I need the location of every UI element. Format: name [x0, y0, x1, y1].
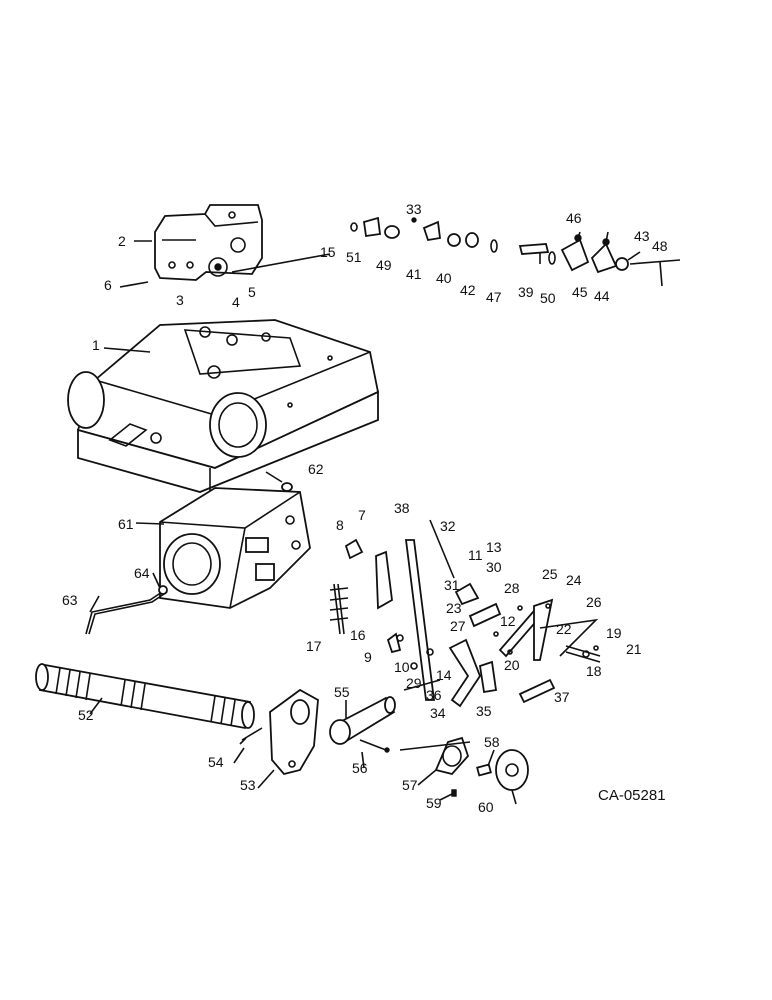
callout-3: 3: [176, 292, 184, 308]
part-seal-plate: [399, 736, 529, 797]
callout-52: 52: [78, 707, 94, 723]
part-bolt-54: [239, 727, 263, 745]
callout-25: 25: [542, 566, 558, 582]
callout-13: 13: [486, 539, 502, 555]
callout-43: 43: [634, 228, 650, 244]
callout-2: 2: [118, 233, 126, 249]
callout-47: 47: [486, 289, 502, 305]
callout-30: 30: [486, 559, 502, 575]
callout-62: 62: [308, 461, 324, 477]
part-small-hardware: [350, 216, 681, 287]
callout-16: 16: [350, 627, 366, 643]
callout-23: 23: [446, 600, 462, 616]
callout-49: 49: [376, 257, 392, 273]
callout-24: 24: [566, 572, 582, 588]
callout-64: 64: [134, 565, 150, 581]
callout-7: 7: [358, 507, 366, 523]
callout-55: 55: [334, 684, 350, 700]
callout-8: 8: [336, 517, 344, 533]
callout-27: 27: [450, 618, 466, 634]
callout-5: 5: [248, 284, 256, 300]
callout-58: 58: [484, 734, 500, 750]
callout-18: 18: [586, 663, 602, 679]
callout-4: 4: [232, 294, 240, 310]
callout-33: 33: [406, 201, 422, 217]
callout-17: 17: [306, 638, 322, 654]
part-linkage: [329, 519, 601, 708]
callout-48: 48: [652, 238, 668, 254]
callout-26: 26: [586, 594, 602, 610]
callout-44: 44: [594, 288, 610, 304]
part-tube: [85, 585, 168, 635]
callout-51: 51: [346, 249, 362, 265]
callout-40: 40: [436, 270, 452, 286]
callout-54: 54: [208, 754, 224, 770]
part-pin: [329, 696, 396, 753]
callout-61: 61: [118, 516, 134, 532]
callout-6: 6: [104, 277, 112, 293]
callout-41: 41: [406, 266, 422, 282]
callout-38: 38: [394, 500, 410, 516]
part-control-block: [159, 487, 311, 609]
callout-57: 57: [402, 777, 418, 793]
callout-45: 45: [572, 284, 588, 300]
callout-46: 46: [566, 210, 582, 226]
callout-32: 32: [440, 518, 456, 534]
callout-37: 37: [554, 689, 570, 705]
callout-63: 63: [62, 592, 78, 608]
part-valve-body: [154, 204, 331, 281]
leader-lines: [89, 231, 641, 805]
callout-39: 39: [518, 284, 534, 300]
part-plug: [281, 482, 293, 492]
callout-21: 21: [626, 641, 642, 657]
callout-29: 29: [406, 675, 422, 691]
callout-60: 60: [478, 799, 494, 815]
callout-50: 50: [540, 290, 556, 306]
callout-11: 11: [468, 547, 483, 563]
callout-22: 22: [556, 621, 572, 637]
callout-12: 12: [500, 613, 516, 629]
part-housing: [67, 319, 380, 493]
part-lift-arm: [269, 688, 319, 776]
callout-10: 10: [394, 659, 410, 675]
callout-1: 1: [92, 337, 100, 353]
drawing-code: CA-05281: [598, 787, 666, 804]
callout-53: 53: [240, 777, 256, 793]
callout-34: 34: [430, 705, 446, 721]
callout-19: 19: [606, 625, 622, 641]
callout-35: 35: [476, 703, 492, 719]
callout-14: 14: [436, 667, 452, 683]
callout-31: 31: [444, 577, 460, 593]
callout-56: 56: [352, 760, 368, 776]
callout-28: 28: [504, 580, 520, 596]
part-shaft: [35, 663, 255, 730]
callout-36: 36: [426, 687, 442, 703]
callout-9: 9: [364, 649, 372, 665]
callout-15: 15: [320, 244, 336, 260]
callout-59: 59: [426, 795, 442, 811]
callout-42: 42: [460, 282, 476, 298]
callout-20: 20: [504, 657, 520, 673]
